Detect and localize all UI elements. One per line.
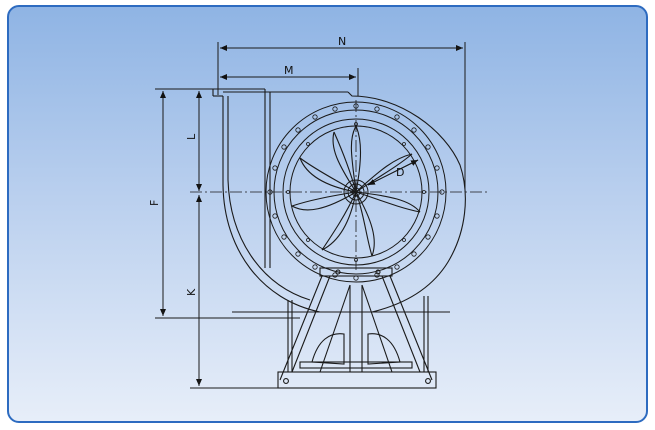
diagram-panel [7, 5, 648, 423]
label-n: N [338, 35, 346, 48]
center-lines [190, 100, 490, 270]
dimension-m [220, 68, 359, 96]
label-f: F [148, 200, 161, 206]
impeller-hub [343, 179, 369, 205]
bolt-holes [267, 103, 445, 281]
dimension-d [367, 159, 419, 186]
label-d: D [396, 166, 404, 179]
dimension-n [217, 42, 466, 192]
label-l: L [185, 133, 198, 140]
dimension-f [155, 88, 300, 319]
dimension-k [190, 195, 285, 389]
support-stand [277, 267, 437, 389]
impeller-blades [291, 125, 421, 257]
label-k: K [185, 288, 198, 296]
label-m: M [284, 64, 294, 77]
